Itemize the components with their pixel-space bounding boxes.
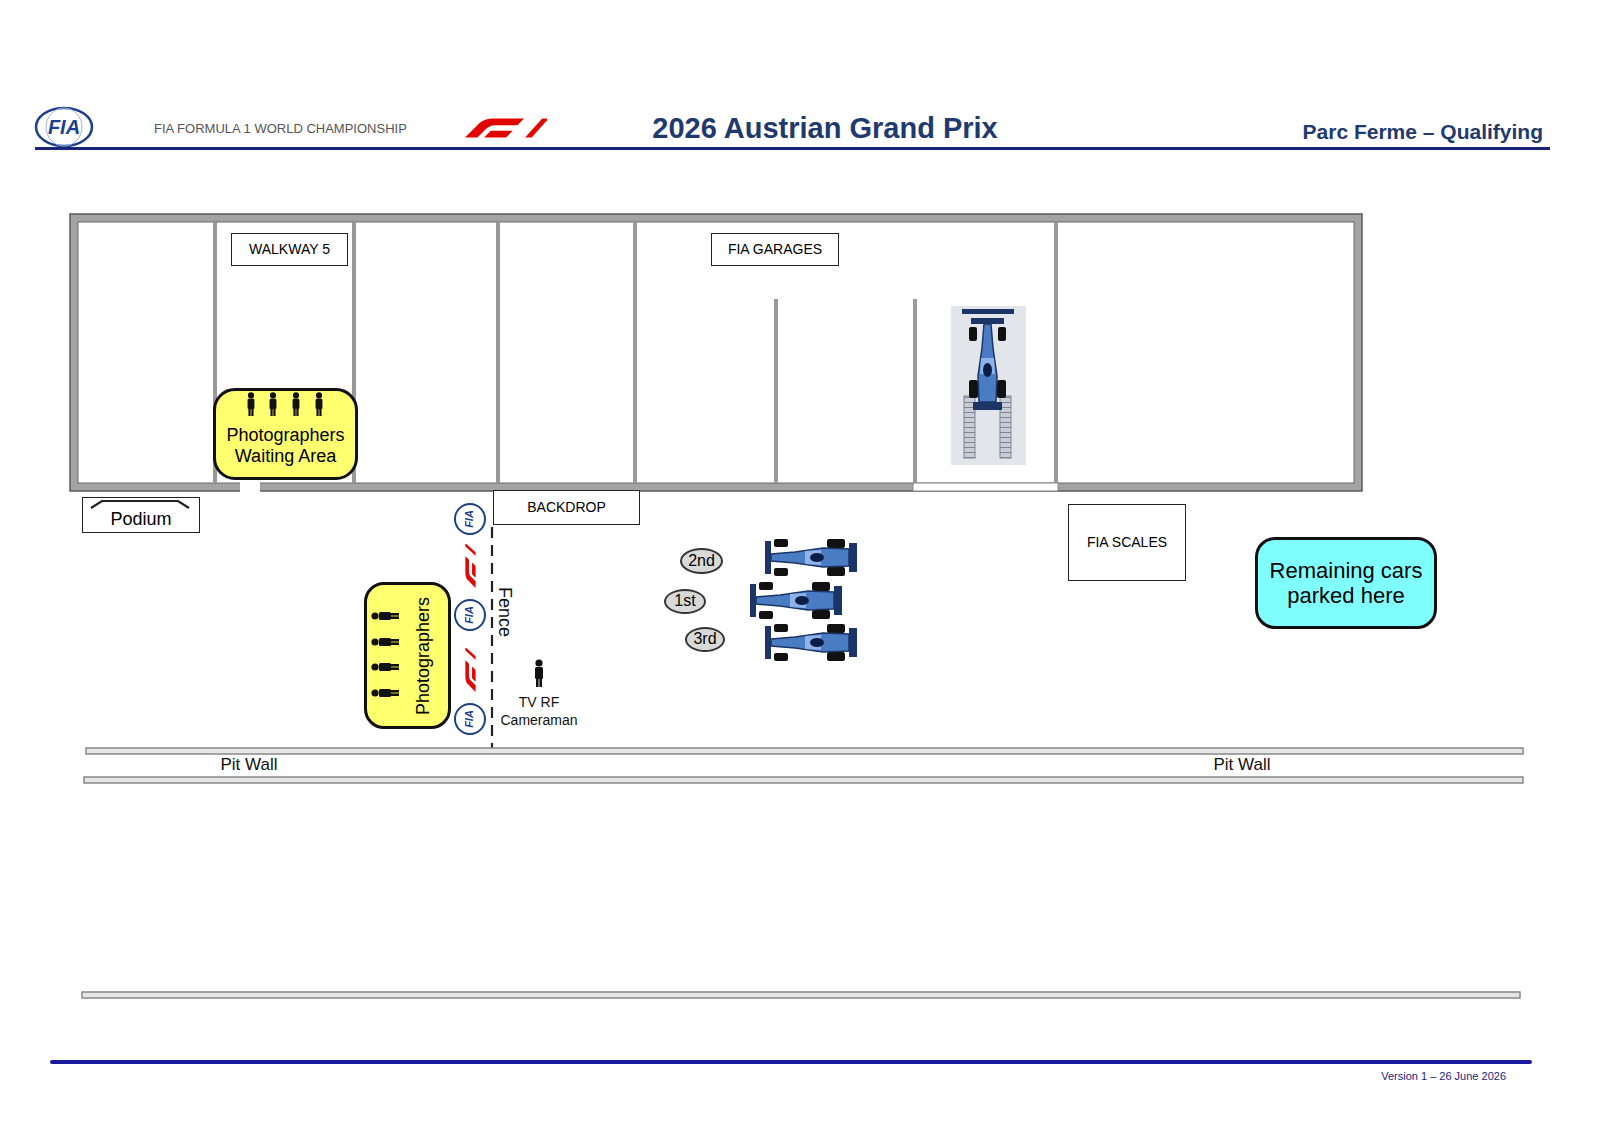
position-marker: 2nd [680, 548, 723, 574]
fia-logo-text: FIA [464, 510, 476, 528]
person-icon [292, 392, 299, 416]
person-icon [247, 392, 254, 416]
scales-box: FIA SCALES [1068, 504, 1186, 581]
weighing-plate [951, 306, 1026, 465]
person-icon [315, 392, 322, 416]
track-edge [82, 992, 1520, 998]
pit-wall-label: Pit Wall [221, 756, 278, 774]
garages-label: FIA GARAGES [711, 233, 839, 266]
car-third [765, 624, 857, 661]
fence-f1-logo [465, 544, 475, 588]
fence-label: Fence [496, 587, 515, 637]
fence-fia-logos [455, 504, 485, 734]
podium-outline [91, 501, 189, 508]
pit-wall [84, 777, 1523, 783]
car-first [750, 582, 842, 619]
node-text: 1st [674, 592, 695, 610]
session-name: Parc Ferme – Qualifying [1303, 121, 1543, 143]
plate-bar [962, 309, 1014, 314]
walkway-door [240, 482, 260, 492]
pit-wall-label: Pit Wall [1214, 756, 1271, 774]
cameraman-figure [535, 659, 543, 687]
version-note: Version 1 – 26 June 2026 [1381, 1071, 1506, 1083]
person-icon [371, 638, 399, 646]
node-text: Podium [110, 509, 171, 530]
drawing-part [455, 600, 485, 630]
node-text: 3rd [693, 630, 716, 648]
drawing-part [633, 222, 637, 483]
person-icon [371, 663, 399, 671]
footer-rule [50, 1060, 1532, 1064]
championship-name: FIA FORMULA 1 WORLD CHAMPIONSHIP [154, 122, 407, 136]
node-text: Photographers Waiting Area [220, 425, 351, 466]
drawing-part [1054, 222, 1058, 483]
fia-logo-text: FIA [464, 710, 476, 728]
pit-wall [86, 748, 1523, 754]
header-rule [35, 147, 1550, 150]
fia-logo-text: FIA [48, 117, 80, 138]
drawing-part [774, 299, 778, 483]
drawing-part [455, 504, 485, 534]
car-on-scale [969, 318, 1006, 410]
fence-line [491, 527, 493, 749]
garage-building [70, 214, 1362, 491]
node-text: BACKDROP [527, 499, 606, 515]
garage-door [913, 483, 1058, 491]
drawing-part [496, 222, 500, 483]
fence-f1-logo [465, 648, 475, 692]
fia-logo-text: FIA [464, 606, 476, 624]
person-icon [371, 612, 399, 620]
podium-symbol [88, 499, 192, 509]
backdrop-box: BACKDROP [493, 490, 640, 525]
position-marker: 3rd [685, 627, 725, 652]
photographers-area: Photographers [364, 582, 451, 729]
cameraman-label: TV RF Cameraman [493, 694, 585, 729]
person-icon [371, 689, 399, 697]
position-marker: 1st [664, 589, 706, 614]
node-text: WALKWAY 5 [249, 241, 330, 257]
fia-logo-globe [46, 108, 82, 146]
drawing-part [455, 704, 485, 734]
node-text: FIA GARAGES [728, 241, 822, 257]
car-second [765, 539, 857, 576]
node-text: Remaining cars parked here [1262, 558, 1430, 609]
people-icons [369, 589, 403, 726]
people-icons [236, 391, 336, 417]
podium-box: Podium [82, 497, 200, 533]
garage-dividers [213, 222, 1058, 483]
photographers-waiting-area: Photographers Waiting Area [213, 388, 358, 480]
drawing-part [913, 299, 917, 483]
node-text: Photographers [412, 596, 433, 714]
node-text: 2nd [688, 552, 715, 570]
garage-interior [78, 222, 1354, 483]
node-text: FIA SCALES [1087, 534, 1167, 550]
person-icon [269, 392, 276, 416]
fia-logo [36, 108, 92, 146]
f1-logo [465, 118, 547, 137]
walkway-label: WALKWAY 5 [231, 233, 348, 266]
remaining-cars-area: Remaining cars parked here [1255, 537, 1437, 629]
page-title: 2026 Austrian Grand Prix [652, 113, 997, 143]
